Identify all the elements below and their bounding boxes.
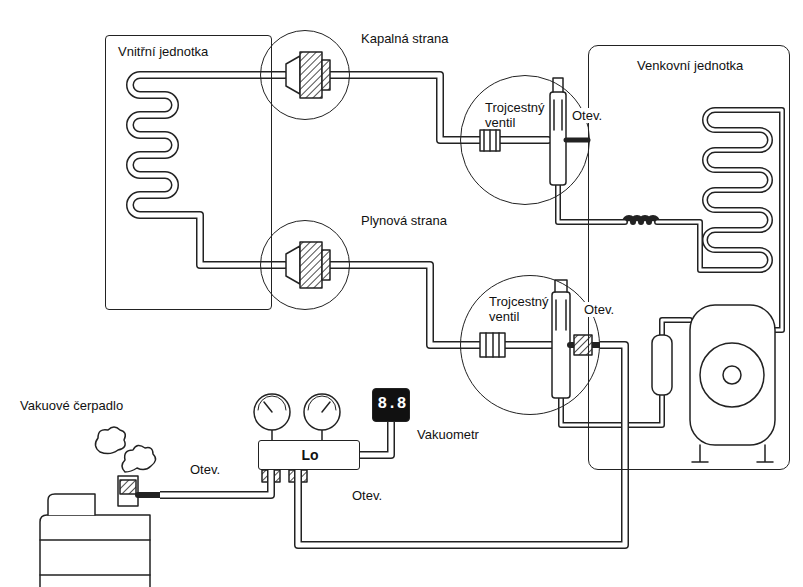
node-label: Lo <box>259 448 361 463</box>
vacuometer-display: 8.8Vakuometr <box>372 388 410 422</box>
text-slot: Kapalná strana <box>361 31 448 46</box>
valve-detail-circle: Trojcestný ventil <box>460 275 600 415</box>
indoor-coil <box>130 75 285 265</box>
detail-circle: Plynová strana <box>260 220 350 310</box>
label-slot: Otev. <box>570 108 604 123</box>
indoor-unit-box: Vnitřní jednotka <box>105 35 272 310</box>
node-label: Venkovní jednotka <box>637 58 743 73</box>
text-slot: Vnitřní jednotka <box>118 44 208 59</box>
open-label: Otev. <box>582 302 616 317</box>
pipe-inner <box>360 422 391 455</box>
hose-group <box>360 422 391 455</box>
text-slot: Trojcestný ventil <box>485 100 549 130</box>
pipe-inner <box>350 75 460 140</box>
accumulator <box>652 335 672 395</box>
node-label: Plynová strana <box>361 213 447 228</box>
three-way-valve <box>460 78 588 185</box>
open-label: Otev. <box>570 108 604 123</box>
vacuum-pump <box>40 427 160 587</box>
text-slot: Lo <box>259 448 361 463</box>
detail-circle: Kapalná strana <box>260 30 350 120</box>
node-caption: Vakuometr <box>417 427 479 442</box>
valve-detail-circle: Trojcestný ventil <box>460 75 590 205</box>
pipe-connector <box>350 265 460 345</box>
label-slot: Otev. <box>582 302 616 317</box>
node-label: 8.8 <box>373 397 411 412</box>
text-slot: Vakuové čerpadlo <box>20 398 123 413</box>
open-label: Otev. <box>188 462 222 477</box>
node-label: Kapalná strana <box>361 31 448 46</box>
compressor <box>690 305 775 462</box>
outdoor-piping <box>558 110 782 425</box>
node-label: Trojcestný ventil <box>489 294 553 324</box>
vacuum-pump: Vakuové čerpadlo <box>35 460 160 587</box>
node-label: Vakuové čerpadlo <box>20 398 123 413</box>
pipe-inner <box>350 265 460 345</box>
manifold-box: Lo <box>258 440 360 470</box>
hose-group <box>350 75 460 140</box>
text-slot: Trojcestný ventil <box>489 294 553 324</box>
pipe-connector <box>360 422 391 455</box>
text-slot: Venkovní jednotka <box>637 58 743 73</box>
text-slot: Vakuometr <box>417 427 479 442</box>
three-way-valve <box>460 280 600 398</box>
flare-fitting <box>286 242 350 288</box>
label-slot: Otev. <box>188 462 222 477</box>
pipe-connector <box>350 75 460 140</box>
flare-fitting <box>286 52 350 98</box>
hose-group <box>350 265 460 345</box>
outdoor-unit-box: Venkovní jednotka <box>588 45 790 470</box>
label-slot: Otev. <box>350 488 384 503</box>
open-label: Otev. <box>350 488 384 503</box>
node-label: Vnitřní jednotka <box>118 44 208 59</box>
node-label: Trojcestný ventil <box>485 100 549 130</box>
text-slot: 8.8 <box>373 397 411 412</box>
text-slot: Plynová strana <box>361 213 447 228</box>
